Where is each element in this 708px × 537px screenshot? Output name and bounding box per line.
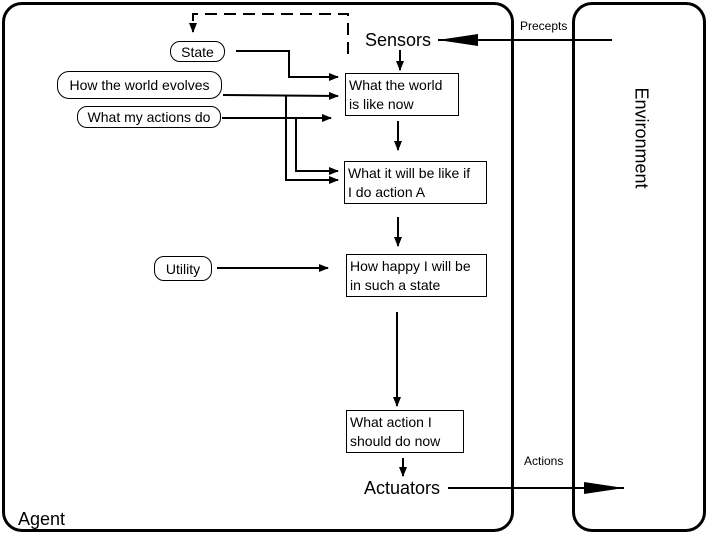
world-now-box: What the world is like now [345, 73, 459, 116]
how-world-evolves-box: How the world evolves [57, 71, 222, 99]
actions-do-to-future-arrow [295, 118, 339, 175]
what-action-line-2: should do now [350, 433, 441, 449]
evolves-to-future-arrow [285, 96, 339, 184]
utility-label: Utility [165, 260, 201, 277]
world-now-line-1: What the world [349, 77, 443, 93]
how-happy-box: How happy I will be in such a state [346, 254, 487, 297]
agent-label: Agent [18, 509, 66, 529]
how-happy-line-2: in such a state [350, 277, 441, 293]
sensors-label: Sensors [365, 30, 432, 50]
agent-container [2, 2, 514, 532]
actions-label: Actions [524, 454, 564, 468]
how-world-evolves-label: How the world evolves [69, 77, 210, 93]
utility-box: Utility [154, 256, 212, 281]
if-action-line-2: I do action A [348, 184, 426, 200]
state-to-world-arrow [236, 50, 339, 81]
what-action-line-1: What action I [350, 414, 432, 430]
what-my-actions-do-box: What my actions do [77, 106, 221, 128]
dashed-state-feedback [189, 13, 349, 54]
evolves-to-world-arrow [222, 91, 339, 100]
precepts-label: Precepts [520, 19, 568, 33]
state-box: State [170, 41, 225, 62]
what-action-box: What action I should do now [346, 410, 464, 453]
world-now-line-2: is like now [349, 96, 414, 112]
if-action-line-1: What it will be like if [348, 165, 471, 181]
state-label: State [181, 43, 214, 60]
how-happy-line-1: How happy I will be [350, 258, 471, 274]
what-my-actions-do-label: What my actions do [87, 109, 211, 125]
if-action-box: What it will be like if I do action A [344, 161, 487, 204]
environment-label: Environment [631, 87, 652, 189]
environment-container [572, 2, 706, 532]
actuators-label: Actuators [364, 478, 441, 498]
